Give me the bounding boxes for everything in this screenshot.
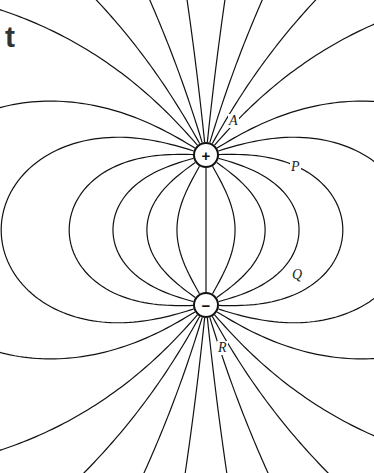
open-field-line bbox=[77, 0, 200, 144]
point-label: A bbox=[228, 114, 239, 128]
charge-sign: − bbox=[202, 298, 211, 313]
field-line bbox=[113, 158, 193, 301]
point-label: R bbox=[217, 341, 228, 355]
field-line bbox=[205, 168, 206, 292]
open-field-line bbox=[212, 0, 335, 144]
charge-circle: + bbox=[193, 142, 219, 168]
open-field-line bbox=[215, 16, 374, 145]
open-field-line bbox=[215, 315, 374, 444]
open-field-line bbox=[210, 0, 271, 143]
field-line bbox=[213, 166, 236, 293]
field-line bbox=[147, 162, 195, 297]
connectors bbox=[0, 101, 374, 359]
field-line bbox=[0, 101, 195, 359]
field-line bbox=[1, 137, 193, 323]
open-field-line bbox=[0, 315, 197, 457]
field-line bbox=[69, 154, 193, 305]
field-line bbox=[217, 162, 265, 297]
heading-fragment: t bbox=[4, 22, 16, 52]
field-line bbox=[218, 137, 374, 323]
open-field-line bbox=[0, 4, 197, 146]
open-field-line bbox=[141, 0, 202, 143]
charge-sign: + bbox=[202, 148, 211, 163]
point-label: P bbox=[290, 160, 301, 174]
open-field-line bbox=[212, 316, 335, 473]
open-field-line bbox=[207, 318, 227, 473]
field-line bbox=[219, 158, 299, 301]
field-line bbox=[219, 154, 343, 305]
field-line bbox=[217, 101, 374, 359]
point-label: Q bbox=[291, 268, 303, 282]
open-field-line bbox=[77, 316, 200, 473]
field-line bbox=[177, 166, 200, 293]
charge-circle: − bbox=[193, 292, 219, 318]
